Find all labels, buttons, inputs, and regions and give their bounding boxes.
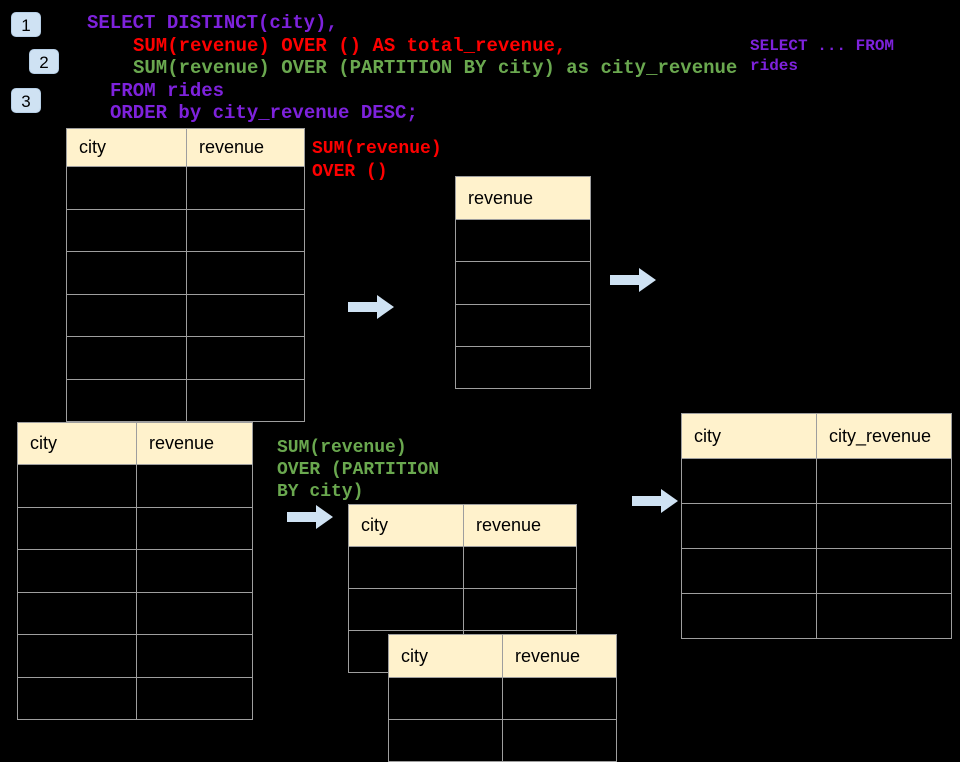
table-row [18,506,252,549]
table-city-revenue-result: city city_revenue [681,413,952,639]
table-row [18,676,252,719]
column-header-city-revenue: city_revenue [829,425,932,446]
table-row [67,378,304,421]
table-row [456,345,590,388]
table-row [682,503,951,548]
column-header-revenue: revenue [515,645,581,666]
column-header-revenue: revenue [476,515,542,535]
table-header-row: city revenue [349,505,576,546]
badge-step-1: 1 [11,12,41,37]
table-row [67,166,304,209]
table-row [67,293,304,336]
column-header-city: city [18,423,137,464]
table-header-row: revenue [456,177,590,219]
table-row [682,593,951,638]
table-row [456,219,590,261]
column-header-city: city [67,129,187,166]
table-row [682,548,951,593]
table-rides-input-bottom: city revenue [17,422,253,720]
arrow-right-icon [632,489,678,513]
table-header-row: city city_revenue [682,414,951,458]
table-header-row: city revenue [389,635,616,677]
table-row [18,634,252,677]
table-rides-input-top: city revenue [66,128,305,422]
table-row [67,251,304,294]
badge-step-3: 3 [11,88,41,113]
column-header-revenue: revenue [199,137,265,157]
arrow-right-icon [287,505,333,529]
table-row [456,261,590,303]
column-header-revenue: revenue [468,187,534,208]
sql-line-sum-over: SUM(revenue) OVER () AS total_revenue, [133,35,567,57]
column-header-revenue: revenue [149,433,215,453]
arrow-right-icon [610,268,656,292]
table-row [67,336,304,379]
table-row [18,464,252,507]
annotation-over-partition: SUM(revenue) OVER (PARTITION BY city) [277,438,440,502]
annotation-over-all: SUM(revenue) OVER () [312,139,442,182]
column-header-city: city [349,505,464,546]
sql-line-order-by: ORDER by city_revenue DESC; [110,102,418,124]
arrow-right-icon [348,295,394,319]
table-row [682,458,951,503]
table-total-revenue: revenue [455,176,591,390]
table-header-row: city revenue [67,129,304,166]
table-row [18,549,252,592]
table-row [349,546,576,588]
table-row [389,677,616,719]
table-partition-group-2: city revenue [388,634,617,762]
column-header-city: city [682,414,817,458]
table-header-row: city revenue [18,423,252,464]
annotation-select-from-rides: SELECT ... FROM rides [750,37,895,75]
sql-line-sum-partition: SUM(revenue) OVER (PARTITION BY city) as… [133,57,738,79]
table-row [18,591,252,634]
table-row [389,719,616,761]
sql-line-select: SELECT DISTINCT(city), [87,12,338,34]
table-row [349,588,576,630]
sql-line-from: FROM rides [110,80,225,102]
table-row [456,303,590,346]
table-row [67,208,304,251]
slide-canvas: { "colors": { "background": "#000000", "… [11,12,952,762]
table-partition-group-1: city revenue [348,504,577,673]
badge-step-2: 2 [29,49,59,74]
column-header-city: city [389,635,503,677]
